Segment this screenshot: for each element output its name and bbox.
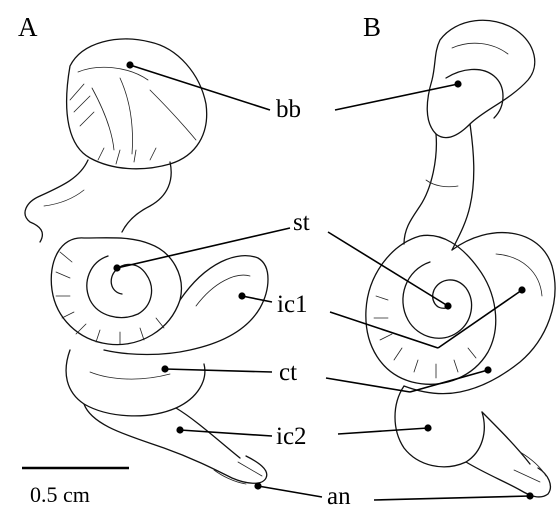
specimen-a-crop [66, 350, 205, 416]
specimen-b-intestine-loop-1 [404, 233, 555, 394]
leader-lines [117, 65, 530, 500]
specimen-b-crop [395, 386, 484, 467]
label-ic2: ic2 [276, 424, 307, 449]
label-ct: ct [279, 360, 297, 385]
specimen-a-intestine-loop-1 [104, 256, 268, 355]
label-st: st [293, 210, 310, 235]
specimen-b-buccal-bulb [427, 20, 535, 137]
specimen-b-intestine-2 [466, 412, 550, 497]
specimen-a-oesophagus [25, 160, 171, 242]
specimen-b-stomach [366, 235, 496, 384]
label-bb: bb [276, 97, 301, 122]
specimen-b-oesophagus [404, 124, 474, 250]
scale-bar-label: 0.5 cm [30, 484, 90, 506]
panel-label-b: B [363, 14, 381, 41]
specimen-a-buccal-bulb [67, 39, 207, 169]
label-an: an [327, 484, 351, 509]
specimen-b-drawing [366, 20, 555, 497]
panel-label-a: A [18, 14, 38, 41]
label-ic1: ic1 [277, 292, 308, 317]
specimen-a-intestine-2 [84, 404, 267, 483]
